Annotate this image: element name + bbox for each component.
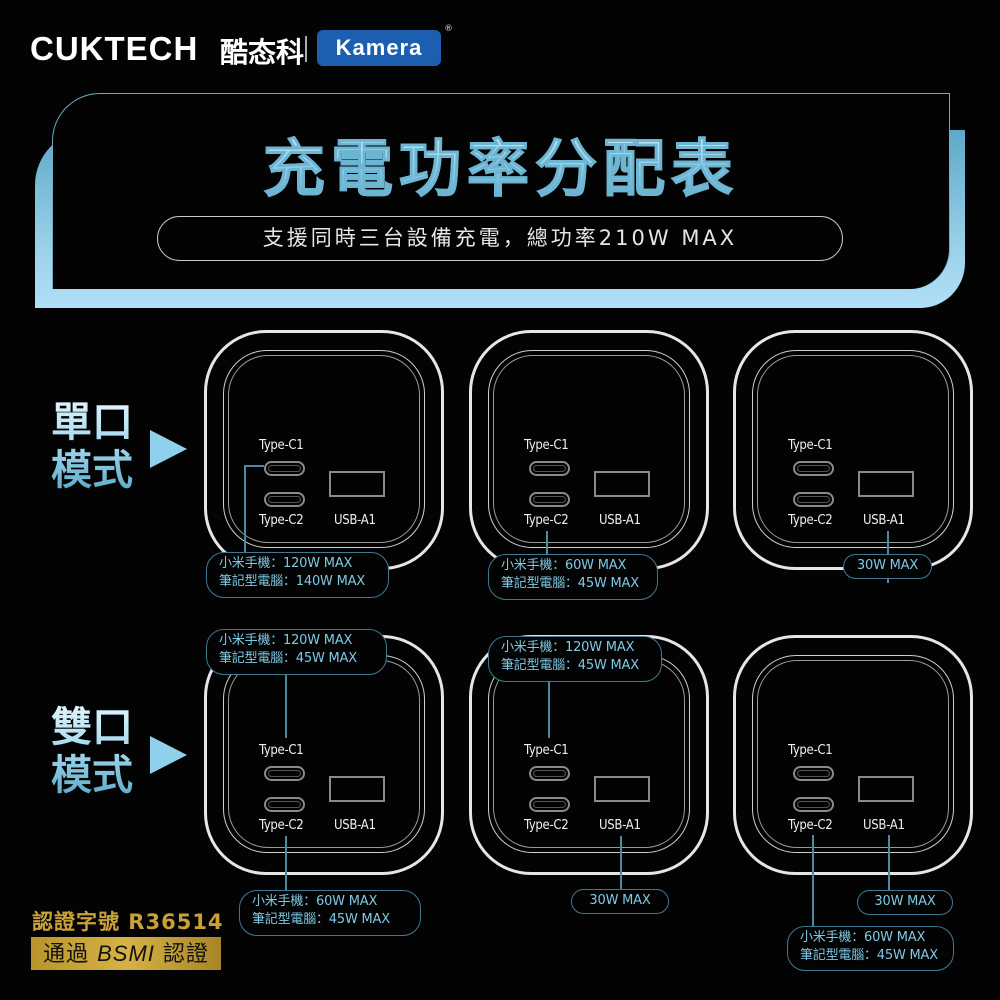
callout-line-phone: 小米手機：60W MAX xyxy=(501,558,627,573)
leader-line xyxy=(548,680,550,738)
type-c2-port-icon xyxy=(264,492,305,507)
mode-label-line1: 雙口 xyxy=(51,703,133,751)
callout-line-phone: 小米手機：60W MAX xyxy=(800,930,926,945)
callout-line-laptop: 筆記型電腦：45W MAX xyxy=(252,912,390,927)
type-c1-port-icon xyxy=(793,461,834,476)
bsmi-badge: 通過 BSMI 認證 xyxy=(31,937,221,970)
port-label-usb-a1: USB-A1 xyxy=(863,513,905,528)
certification-number: 認證字號 R36514 xyxy=(32,910,224,934)
callout-line-phone: 小米手機：120W MAX xyxy=(219,556,353,571)
power-callout: 小米手機：120W MAX 筆記型電腦：140W MAX xyxy=(206,552,389,598)
mode-label-line2: 模式 xyxy=(51,446,133,494)
callout-line-laptop: 筆記型電腦：45W MAX xyxy=(501,576,639,591)
type-c2-port-icon xyxy=(529,797,570,812)
port-label-type-c2: Type-C2 xyxy=(788,818,833,833)
power-callout-a1: 30W MAX xyxy=(857,890,953,915)
brand-logo-chinese: 酷态科 xyxy=(220,36,305,69)
charger-diagram: Type-C1 Type-C2 USB-A1 xyxy=(469,330,709,570)
port-label-type-c2: Type-C2 xyxy=(259,818,304,833)
charger-face xyxy=(223,350,425,548)
brand-divider xyxy=(305,36,307,62)
callout-line-phone: 小米手機：120W MAX xyxy=(501,640,635,655)
charger-face xyxy=(752,350,954,548)
power-callout-bottom: 30W MAX xyxy=(571,889,669,914)
port-label-type-c1: Type-C1 xyxy=(259,438,304,453)
port-label-type-c1: Type-C1 xyxy=(524,743,569,758)
usb-a1-port-icon xyxy=(329,776,385,802)
charger-diagram: Type-C1 Type-C2 USB-A1 xyxy=(733,635,973,875)
usb-a1-port-icon xyxy=(329,471,385,497)
charger-diagram: Type-C1 Type-C2 USB-A1 xyxy=(733,330,973,570)
banner-frame-front xyxy=(52,93,950,289)
usb-a1-port-icon xyxy=(594,776,650,802)
callout-line-laptop: 筆記型電腦：140W MAX xyxy=(219,574,366,589)
page-title: 充電功率分配表 xyxy=(52,118,950,208)
charger-face xyxy=(488,655,690,853)
port-label-usb-a1: USB-A1 xyxy=(599,513,641,528)
type-c1-port-icon xyxy=(793,766,834,781)
leader-line xyxy=(546,531,548,555)
port-label-type-c1: Type-C1 xyxy=(524,438,569,453)
callout-line-laptop: 筆記型電腦：45W MAX xyxy=(219,651,357,666)
port-label-usb-a1: USB-A1 xyxy=(334,513,376,528)
port-label-usb-a1: USB-A1 xyxy=(334,818,376,833)
type-c2-port-icon xyxy=(264,797,305,812)
type-c2-port-icon xyxy=(793,492,834,507)
power-callout: 小米手機：60W MAX 筆記型電腦：45W MAX xyxy=(488,554,658,600)
port-label-type-c2: Type-C2 xyxy=(524,818,569,833)
charger-face xyxy=(488,350,690,548)
power-callout-top: 小米手機：120W MAX 筆記型電腦：45W MAX xyxy=(488,636,662,682)
port-label-usb-a1: USB-A1 xyxy=(863,818,905,833)
port-label-usb-a1: USB-A1 xyxy=(599,818,641,833)
leader-line xyxy=(244,465,264,467)
arrow-right-icon xyxy=(150,430,187,468)
usb-a1-port-icon xyxy=(858,471,914,497)
mode-label-line1: 單口 xyxy=(51,398,133,446)
brand-logo-cuktech: CUKTECH xyxy=(30,30,199,67)
mode-label-line2: 模式 xyxy=(51,751,133,799)
callout-line-laptop: 筆記型電腦：45W MAX xyxy=(501,658,639,673)
charger-face xyxy=(752,655,954,853)
charger-face xyxy=(223,655,425,853)
power-callout-c2: 小米手機：60W MAX 筆記型電腦：45W MAX xyxy=(787,926,954,971)
port-label-type-c1: Type-C1 xyxy=(788,438,833,453)
leader-line xyxy=(285,674,287,738)
mode-label-single: 單口 模式 xyxy=(40,398,144,494)
type-c1-port-icon xyxy=(529,766,570,781)
badge-bsmi: BSMI xyxy=(97,941,155,966)
usb-a1-port-icon xyxy=(858,776,914,802)
leader-line xyxy=(244,465,246,552)
power-callout: 30W MAX xyxy=(843,554,932,579)
port-label-type-c1: Type-C1 xyxy=(259,743,304,758)
type-c2-port-icon xyxy=(793,797,834,812)
type-c1-port-icon xyxy=(264,461,305,476)
leader-line xyxy=(812,835,814,928)
port-label-type-c2: Type-C2 xyxy=(788,513,833,528)
banner-subtitle: 支援同時三台設備充電，總功率210W MAX xyxy=(157,216,843,261)
leader-line xyxy=(620,836,622,890)
type-c1-port-icon xyxy=(529,461,570,476)
port-label-type-c2: Type-C2 xyxy=(524,513,569,528)
callout-line-phone: 小米手機：60W MAX xyxy=(252,894,378,909)
type-c2-port-icon xyxy=(529,492,570,507)
charger-diagram: Type-C1 Type-C2 USB-A1 xyxy=(204,330,444,570)
callout-line-phone: 小米手機：120W MAX xyxy=(219,633,353,648)
port-label-type-c1: Type-C1 xyxy=(788,743,833,758)
partner-logo-kamera: Kamera xyxy=(317,30,441,66)
power-callout-top: 小米手機：120W MAX 筆記型電腦：45W MAX xyxy=(206,629,387,675)
port-label-type-c2: Type-C2 xyxy=(259,513,304,528)
leader-line xyxy=(888,835,890,891)
badge-prefix: 通過 xyxy=(43,942,90,967)
badge-suffix: 認證 xyxy=(162,942,209,967)
type-c1-port-icon xyxy=(264,766,305,781)
power-callout-bottom: 小米手機：60W MAX 筆記型電腦：45W MAX xyxy=(239,890,421,936)
leader-line xyxy=(285,836,287,890)
arrow-right-icon xyxy=(150,736,187,774)
callout-line-laptop: 筆記型電腦：45W MAX xyxy=(800,948,938,963)
usb-a1-port-icon xyxy=(594,471,650,497)
mode-label-dual: 雙口 模式 xyxy=(40,703,144,799)
registered-mark: ® xyxy=(444,24,453,34)
